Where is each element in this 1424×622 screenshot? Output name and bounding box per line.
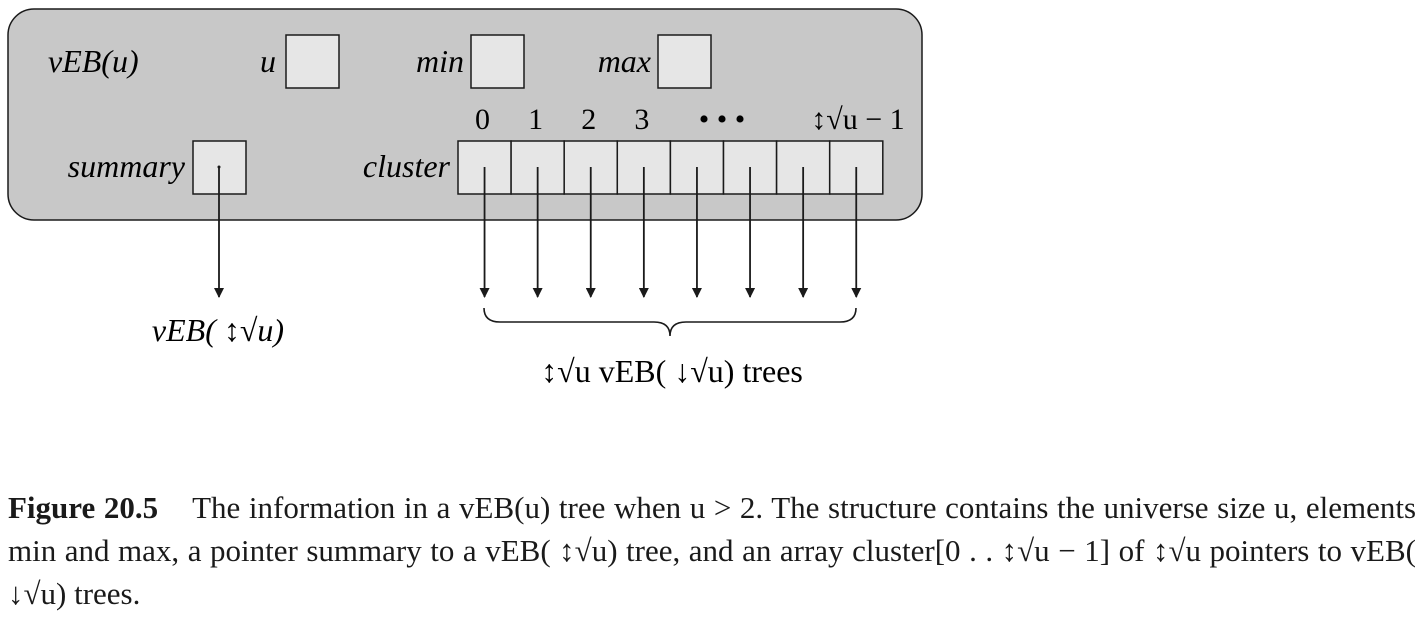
cluster-index-label: 2 (581, 103, 596, 136)
summary-target-label: vEB( ↕√u) (152, 312, 284, 348)
cluster-array (457, 140, 884, 298)
veb-structure-diagram: vEB(u) u min max summary vEB( ↕√u) clust… (7, 8, 923, 389)
cluster-index-row: 0 1 2 3 • • • ↕√u − 1 (475, 103, 905, 136)
field-u-cell (285, 34, 340, 89)
cluster-index-label: ↕√u − 1 (811, 103, 904, 136)
cluster-index-label: 3 (634, 103, 649, 136)
field-max-label: max (598, 43, 651, 79)
struct-name: vEB(u) (48, 43, 139, 79)
cluster-index-label: • • • (699, 103, 746, 136)
summary-label: summary (68, 148, 186, 184)
field-min-label: min (416, 43, 464, 79)
cluster-target-label: ↕√u vEB( ↓√u) trees (541, 353, 803, 389)
field-min-cell (470, 34, 525, 89)
caption-text: The information in a vEB(u) tree when u … (8, 490, 1417, 611)
cluster-index-label: 0 (475, 103, 490, 136)
cluster-index-label: 1 (528, 103, 543, 136)
field-u-label: u (260, 43, 276, 79)
field-max-cell (657, 34, 712, 89)
cluster-brace (483, 307, 857, 337)
cluster-label: cluster (363, 148, 451, 184)
figure-number: Figure 20.5 (8, 490, 159, 525)
